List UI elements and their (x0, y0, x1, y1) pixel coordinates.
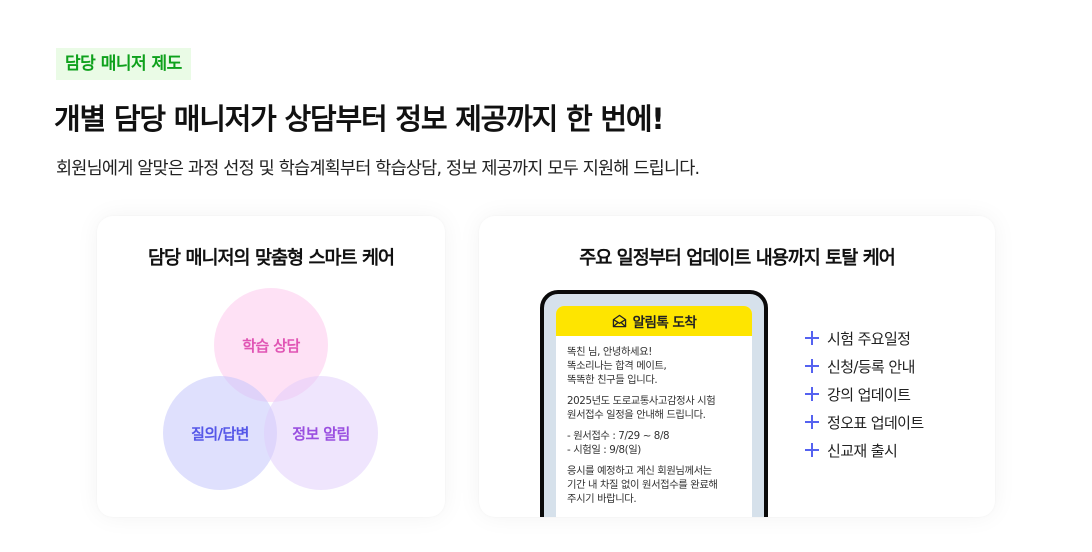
section-tag: 담당 매니저 제도 (56, 48, 191, 80)
plus-icon (805, 331, 819, 345)
circle-label: 정보 알림 (292, 424, 350, 443)
feature-item: 시험 주요일정 (805, 324, 924, 352)
feature-item: 신교재 출시 (805, 436, 924, 464)
phone-mockup: 알림톡 도착 똑친 님, 안녕하세요! 똑소리나는 합격 메이트, 똑똑한 친구… (540, 290, 768, 517)
plus-icon (805, 359, 819, 373)
venn-circle-qna: 질의/답변 (163, 376, 277, 490)
message-paragraph: 똑친 님, 안녕하세요! 똑소리나는 합격 메이트, 똑똑한 친구들 입니다. (567, 346, 667, 386)
plus-icon (805, 415, 819, 429)
card-title: 주요 일정부터 업데이트 내용까지 토탈 케어 (579, 248, 896, 269)
page-subtext: 회원님에게 알맞은 과정 선정 및 학습계획부터 학습상담, 정보 제공까지 모… (56, 159, 700, 179)
envelope-icon (612, 314, 626, 328)
card-title: 담당 매니저의 맞춤형 스마트 케어 (147, 248, 395, 269)
plus-icon (805, 387, 819, 401)
feature-list: 시험 주요일정 신청/등록 안내 강의 업데이트 정오표 업데이트 신교재 출시 (805, 324, 924, 464)
page-headline: 개별 담당 매니저가 상담부터 정보 제공까지 한 번에! (54, 102, 665, 136)
message-header-text: 알림톡 도착 (632, 315, 697, 331)
message-header: 알림톡 도착 (556, 306, 752, 336)
smart-care-card: 담당 매니저의 맞춤형 스마트 케어 학습 상담 질의/답변 정보 알림 (97, 216, 445, 517)
circle-label: 학습 상담 (242, 336, 300, 355)
feature-item: 신청/등록 안내 (805, 352, 924, 380)
message-paragraph: - 원서접수 : 7/29 ~ 8/8 - 시험일 : 9/8(일) (567, 430, 670, 456)
total-care-card: 주요 일정부터 업데이트 내용까지 토탈 케어 알림톡 도착 똑친 님, 안녕하… (479, 216, 995, 517)
circle-label: 질의/답변 (191, 424, 249, 443)
message-paragraph: 2025년도 도로교통사고감정사 시험 원서접수 일정을 안내해 드립니다. (567, 395, 716, 421)
message-body: 똑친 님, 안녕하세요! 똑소리나는 합격 메이트, 똑똑한 친구들 입니다. … (556, 336, 752, 506)
message-paragraph: 응시를 예정하고 계신 회원님께서는 기간 내 차질 없이 원서접수를 완료해 … (567, 465, 718, 505)
alimtalk-message: 알림톡 도착 똑친 님, 안녕하세요! 똑소리나는 합격 메이트, 똑똑한 친구… (556, 306, 752, 517)
plus-icon (805, 443, 819, 457)
feature-item: 정오표 업데이트 (805, 408, 924, 436)
venn-circle-notification: 정보 알림 (264, 376, 378, 490)
feature-item: 강의 업데이트 (805, 380, 924, 408)
